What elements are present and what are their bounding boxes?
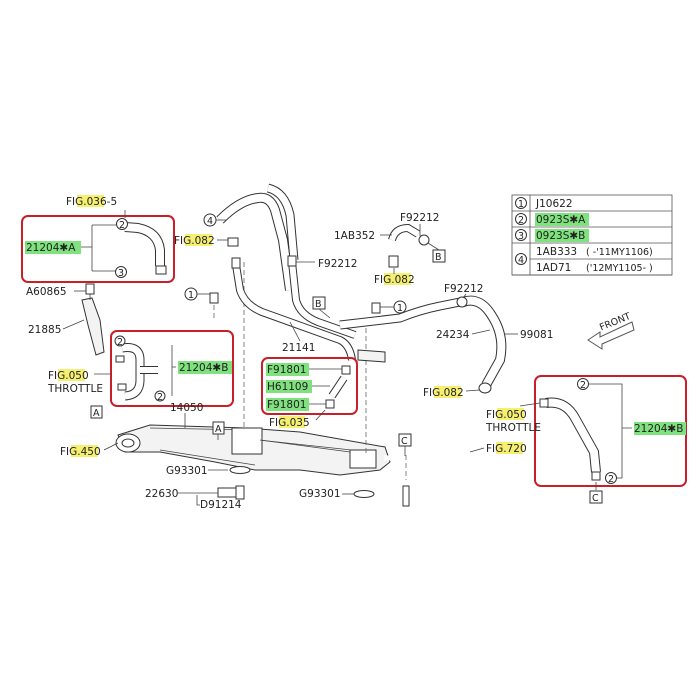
label-g93301-left: G93301 [166,465,208,477]
ref-b-center: B [315,299,322,310]
label-fig450: FIG.450 [60,446,101,458]
upper-hoses [216,183,461,363]
callout-f91801 [261,357,358,415]
legend-row2-code: 0923S✱A [536,214,586,226]
svg-text:1: 1 [518,199,524,210]
label-fig082-left: FIG.082 [174,235,215,247]
label-21204a: 21204✱A [26,242,76,254]
label-fig050-right: FIG.050 [486,409,527,421]
bolts [85,283,381,314]
label-h61109: H61109 [267,381,308,393]
ref-c-center: C [401,436,408,447]
label-fig035: FIG.035 [269,417,310,429]
label-f92212-mid: F92212 [318,258,357,270]
label-f92212-top: F92212 [400,212,439,224]
svg-text:2: 2 [117,337,123,348]
legend-table: 1 J10622 2 0923S✱A 3 0923S✱B 4 1AB333 ( … [511,194,673,276]
svg-text:1: 1 [397,303,403,314]
svg-text:2: 2 [157,392,163,403]
label-f91801-bottom: F91801 [267,399,306,411]
svg-text:4: 4 [518,255,524,266]
label-a60865: A60865 [26,286,67,298]
label-22630: 22630 [145,488,178,500]
svg-text:2: 2 [119,220,125,231]
legend-row5-note: ('12MY1105- ) [586,263,653,274]
front-arrow-icon: FRONT [587,311,635,350]
legend-row3-code: 0923S✱B [536,230,585,242]
label-21141: 21141 [282,342,315,354]
svg-text:3: 3 [518,231,524,242]
label-1ab352: 1AB352 [334,230,375,242]
label-fig036: FIG.036-5 [66,196,117,208]
label-d91214: D91214 [200,499,242,511]
label-fig720: FIG.720 [486,443,527,455]
label-24234: 24234 [436,329,470,341]
svg-text:3: 3 [118,268,124,279]
label-21204b-left: 21204✱B [179,362,228,374]
label-21885: 21885 [28,324,61,336]
svg-text:1: 1 [188,290,194,301]
ref-a-center: A [215,424,222,435]
label-21204b-right: 21204✱B [634,423,683,435]
bracket-21885 [81,294,105,356]
legend-row1-code: J10622 [535,198,573,210]
label-14050: 14050 [170,402,203,414]
ref-c-right: C [592,493,599,504]
callout-21204b-left [110,330,234,407]
label-throttle-left: THROTTLE [47,383,103,395]
label-fig082-mid: FIG.082 [374,274,415,286]
legend-row4-code: 1AB333 [536,246,577,258]
intake-manifold-body [115,424,391,476]
label-99081: 99081 [520,329,553,341]
svg-text:2: 2 [608,474,614,485]
label-f92212-right: F92212 [444,283,483,295]
label-throttle-right: THROTTLE [485,422,541,434]
hose-99081 [456,295,507,394]
label-fig050-left: FIG.050 [48,370,89,382]
callout-21204a [21,215,175,283]
label-f91801-top: F91801 [267,364,306,376]
svg-text:4: 4 [207,216,213,227]
legend-row5-code: 1AD71 [536,262,571,274]
svg-text:2: 2 [580,380,586,391]
label-g93301-right: G93301 [299,488,341,500]
elbow-1ab352 [388,223,430,268]
label-fig082-right: FIG.082 [423,387,464,399]
ref-b-right: B [435,252,442,263]
svg-text:2: 2 [518,215,524,226]
ref-a-left: A [93,408,100,419]
legend-row4-note: ( -'11MY1106) [586,247,653,258]
sensor-22630 [217,485,245,500]
